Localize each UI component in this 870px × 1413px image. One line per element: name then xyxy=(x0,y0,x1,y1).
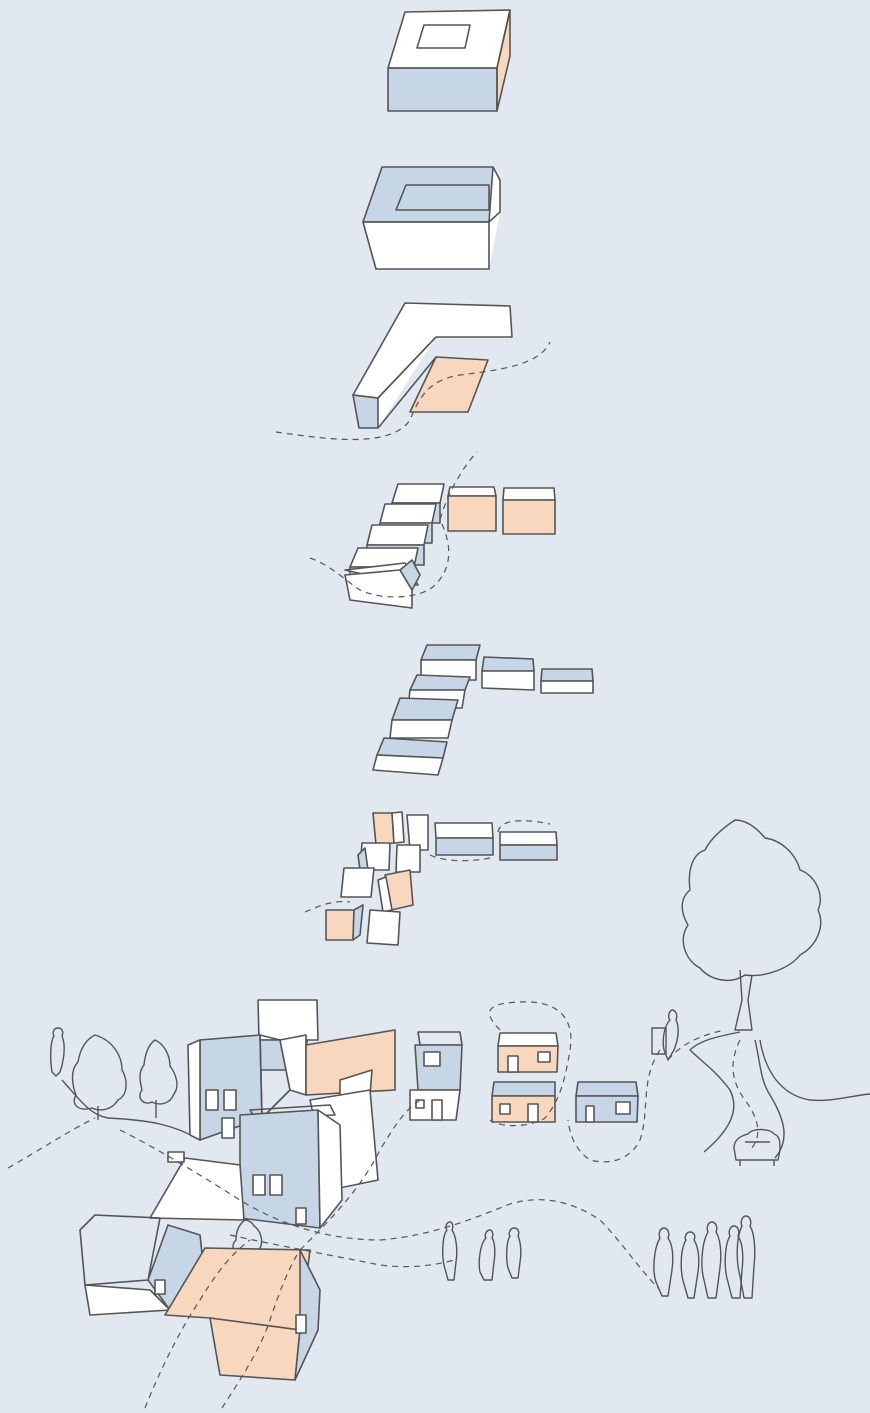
stage-4-row-blocks xyxy=(310,452,555,608)
person-icon xyxy=(51,1028,64,1076)
person-icon xyxy=(443,1222,457,1280)
tree-icon xyxy=(682,820,820,1030)
person-icon xyxy=(479,1230,495,1280)
person-icon xyxy=(725,1226,743,1298)
stage-3-l-block xyxy=(276,303,550,440)
house-icon xyxy=(498,1033,558,1072)
house-icon xyxy=(576,1082,638,1122)
person-icon xyxy=(654,1228,673,1296)
stage-7-neighbourhood xyxy=(8,820,870,1408)
person-icon xyxy=(507,1228,521,1278)
person-icon xyxy=(652,1010,678,1060)
person-icon xyxy=(681,1232,699,1298)
house-icon xyxy=(410,1032,462,1120)
stage-1-courtyard-block xyxy=(388,10,510,111)
person-icon xyxy=(702,1222,721,1298)
person-icon xyxy=(737,1216,755,1298)
tree-icon xyxy=(140,1040,177,1118)
stage-2-u-block xyxy=(363,167,500,269)
stage-5-slab-blocks xyxy=(373,645,593,775)
stage-6-small-blocks xyxy=(305,812,557,945)
house-icon xyxy=(492,1082,555,1122)
tree-icon xyxy=(73,1035,127,1120)
